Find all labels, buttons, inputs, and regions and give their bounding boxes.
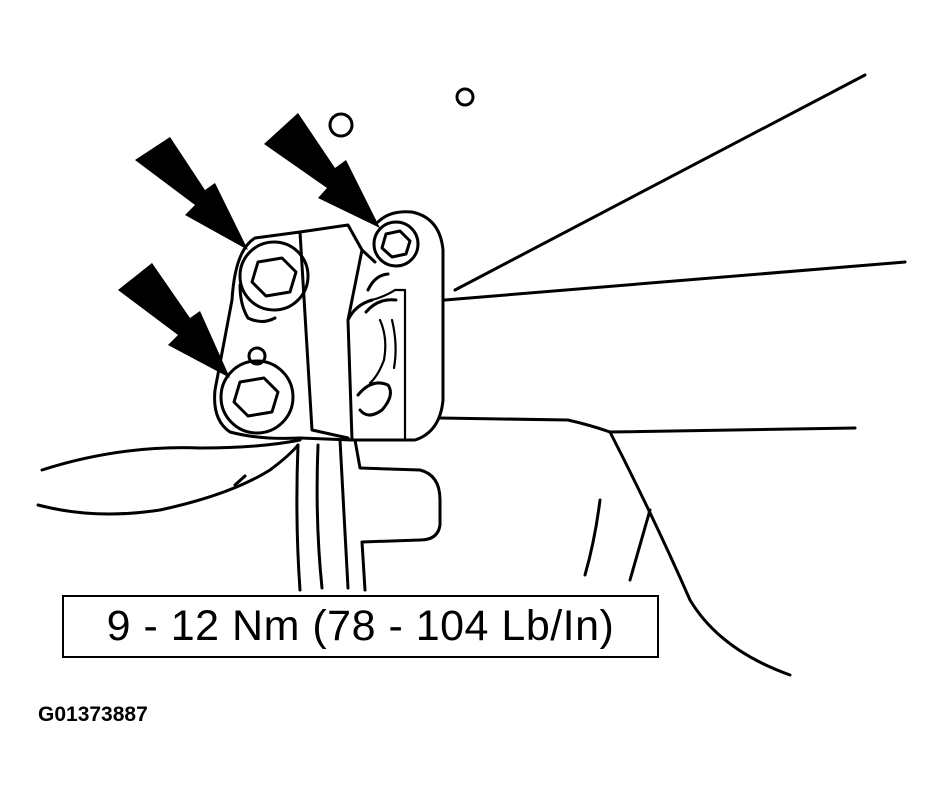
torque-spec-label: 9 - 12 Nm (78 - 104 Lb/In) [106,602,615,650]
small-circle-right [455,87,475,107]
arrow-icon-upper-left [135,137,248,250]
figure-id-label: G01373887 [38,703,148,726]
body-panel-lines [438,73,907,677]
bolt-upper-left [238,240,310,312]
arrow-icon-upper-right [264,113,380,228]
bolt-lower-left [219,346,295,435]
small-circle-left [328,112,354,138]
torque-spec-box: 9 - 12 Nm (78 - 104 Lb/In) [62,595,659,658]
bolt-upper-right [372,220,420,268]
hinge-bracket [213,210,445,442]
arrow-icon-lower-left [118,263,230,378]
lower-panel-curves [36,438,442,592]
